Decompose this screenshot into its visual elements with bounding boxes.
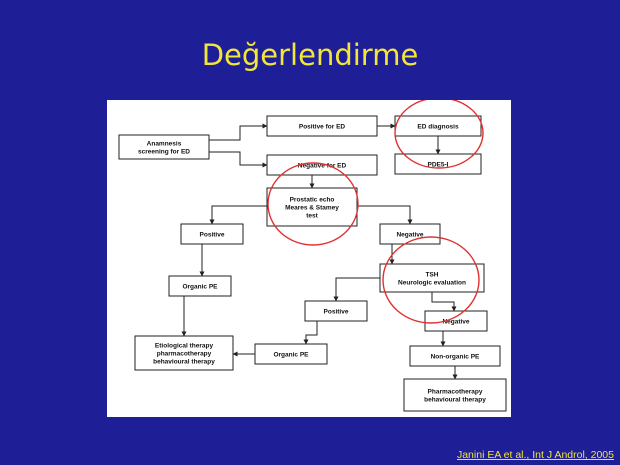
node-label: Neurologic evaluation	[398, 279, 466, 286]
node-label: Organic PE	[182, 283, 218, 290]
node-neg_ed: Negative for ED	[266, 154, 378, 176]
node-label: behavioural therapy	[424, 396, 486, 403]
node-nonorganic: Non-organic PE	[409, 345, 501, 367]
highlight-ring-diagnosis	[394, 100, 484, 169]
node-pos_ed: Positive for ED	[266, 115, 378, 137]
edge-prostatic-negative	[357, 205, 413, 225]
node-label: screening for ED	[138, 148, 190, 155]
node-label: test	[306, 212, 318, 219]
highlight-ring-tsh	[382, 236, 480, 324]
node-label: behavioural therapy	[153, 358, 215, 365]
citation: Janini EA et al., Int J Androl, 2005	[456, 449, 614, 461]
node-label: Anamnesis	[147, 140, 182, 147]
node-label: Meares & Stamey	[285, 204, 339, 211]
node-label: TSH	[426, 271, 439, 278]
node-label: Non-organic PE	[431, 353, 480, 360]
edge-anamnesis-negative	[209, 151, 268, 168]
slide-title: Değerlendirme	[201, 38, 419, 72]
node-label: Negative	[442, 318, 469, 325]
node-label: pharmacotherapy	[157, 350, 212, 357]
node-organic2: Organic PE	[254, 343, 328, 365]
edge-tsh-negative	[431, 292, 457, 312]
node-negative1: Negative	[379, 223, 441, 245]
node-negative2: Negative	[424, 310, 488, 332]
node-organic1: Organic PE	[168, 275, 232, 297]
node-label: Organic PE	[273, 351, 309, 358]
highlight-ring-prostatic	[267, 162, 359, 246]
node-label: Negative	[396, 231, 423, 238]
node-label: Positive	[200, 231, 225, 238]
edge-positive2-organic2	[303, 321, 318, 345]
node-pde5: PDE5-I	[394, 153, 482, 175]
edge-anamnesis-positive	[209, 123, 268, 141]
node-label: Negative for ED	[298, 162, 347, 169]
node-etiological: Etiological therapypharmacotherapybehavi…	[134, 335, 234, 371]
node-ed_diag: ED diagnosis	[394, 115, 482, 137]
edge-tsh-positive	[333, 277, 380, 302]
node-label: Pharmacotherapy	[428, 388, 483, 395]
node-label: PDE5-I	[428, 161, 449, 168]
node-label: Positive	[324, 308, 349, 315]
node-label: Prostatic echo	[290, 196, 335, 203]
node-label: Etiological therapy	[155, 342, 214, 349]
node-label: ED diagnosis	[417, 123, 459, 130]
node-label: Positive for ED	[299, 123, 346, 130]
edge-prostatic-positive	[209, 205, 267, 225]
node-positive1: Positive	[180, 223, 244, 245]
node-positive2: Positive	[304, 300, 368, 322]
